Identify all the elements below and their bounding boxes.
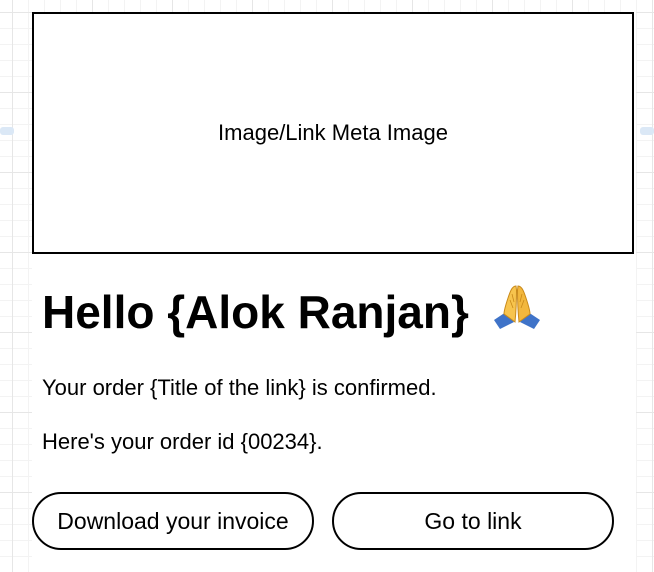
folded-hands-icon (492, 282, 542, 344)
download-invoice-label: Download your invoice (57, 507, 289, 534)
go-to-link-button[interactable]: Go to link (332, 492, 614, 550)
meta-image-placeholder: Image/Link Meta Image (32, 12, 634, 254)
greeting-text: Hello {Alok Ranjan} (42, 286, 469, 338)
greeting-heading: Hello {Alok Ranjan} (42, 282, 542, 344)
canvas-edge-handle-left[interactable] (0, 127, 14, 135)
order-id-text: Here's your order id {00234}. (42, 429, 323, 454)
go-to-link-label: Go to link (424, 507, 522, 534)
confirmation-card: Image/Link Meta Image Hello {Alok Ranjan… (32, 12, 636, 572)
meta-image-label: Image/Link Meta Image (218, 120, 448, 145)
download-invoice-button[interactable]: Download your invoice (32, 492, 314, 550)
order-confirmation-text: Your order {Title of the link} is confir… (42, 375, 437, 400)
canvas-edge-handle-right[interactable] (640, 127, 654, 135)
